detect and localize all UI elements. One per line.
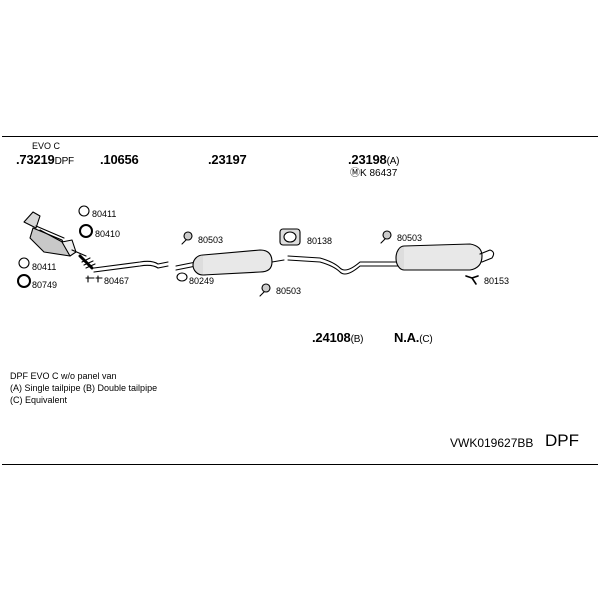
part-number-10656[interactable]: .10656 [100,152,139,167]
callout-80749[interactable]: 80749 [32,280,58,290]
note-line-2: (A) Single tailpipe (B) Double tailpipe [10,383,158,393]
callout-80467[interactable]: 80467 [104,276,130,286]
callout-80503-mid[interactable]: 80503 [276,286,302,296]
clamp-80138-part[interactable] [279,228,301,246]
callout-80411-top[interactable]: 80411 [92,209,117,219]
middle-pipe-part[interactable] [287,255,399,275]
bolts-80467[interactable] [85,275,103,283]
ring-80749[interactable] [17,274,31,288]
part-number-na[interactable]: N.A.(C) [394,330,433,345]
hanger-80503-left[interactable] [181,231,193,245]
flex-tube-part[interactable] [78,254,169,273]
assembly-code: VWK019627BB [450,436,534,450]
callout-80503-left[interactable]: 80503 [198,235,224,245]
bracket-80153-part[interactable] [465,275,479,285]
hanger-80503-mid[interactable] [259,283,271,297]
ring-80411-bottom[interactable] [18,257,30,269]
callout-80411-bottom[interactable]: 80411 [32,262,57,272]
evo-label: EVO C [32,141,61,151]
callout-80249[interactable]: 80249 [189,276,215,286]
clamp-80249-part[interactable] [176,272,188,282]
callout-80503-right[interactable]: 80503 [397,233,423,243]
ring-80410[interactable] [79,224,93,238]
center-muffler-part[interactable] [175,249,285,276]
hanger-80503-right[interactable] [380,230,392,244]
dpf-tag: DPF [545,431,579,450]
part-number-24108[interactable]: .24108(B) [312,330,364,345]
part-number-73219[interactable]: .73219DPF [16,152,74,167]
diagram-frame [2,136,598,465]
ring-80411-top[interactable] [78,205,90,217]
callout-80153[interactable]: 80153 [484,276,510,286]
dpf-filter-part[interactable] [23,211,87,257]
note-line-3: (C) Equivalent [10,395,68,405]
kit-number[interactable]: ⓂK 86437 [350,168,398,179]
rear-muffler-part[interactable] [395,243,495,271]
part-number-23198[interactable]: .23198(A) [348,152,400,167]
note-line-1: DPF EVO C w/o panel van [10,371,117,381]
callout-80138[interactable]: 80138 [307,236,333,246]
callout-80410[interactable]: 80410 [95,229,121,239]
part-number-23197[interactable]: .23197 [208,152,247,167]
